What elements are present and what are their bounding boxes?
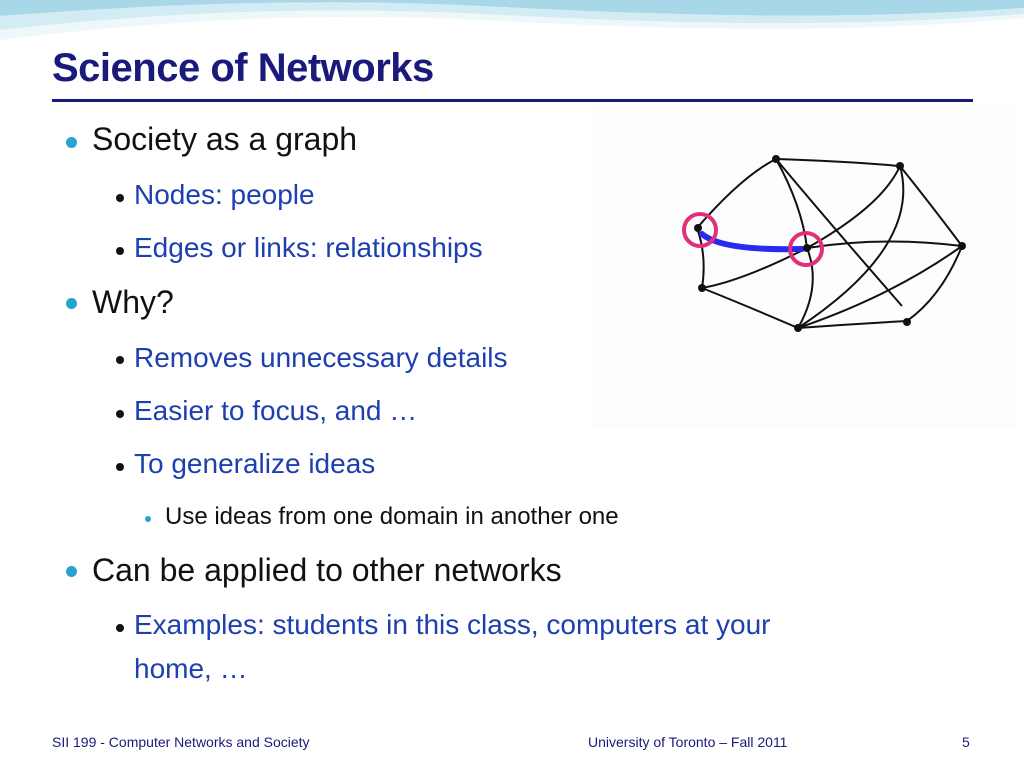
header-wave-decoration [0, 0, 1024, 40]
bullet-item: Edges or links: relationships [134, 232, 483, 263]
bullet-marker [116, 356, 124, 364]
footer-page-number: 5 [962, 734, 970, 750]
network-graph-svg [682, 155, 966, 332]
graph-edge [797, 165, 905, 329]
bullet-marker [145, 516, 151, 522]
bullet-item: Society as a graph [92, 121, 358, 157]
footer-institution: University of Toronto – Fall 2011 [588, 734, 788, 750]
highlight-circle [682, 212, 718, 248]
graph-node [772, 155, 780, 163]
graph-edge [775, 158, 901, 167]
bullet-marker [66, 137, 77, 148]
bullet-marker [116, 463, 124, 471]
graph-edge [797, 245, 963, 329]
slide-title: Science of Networks [52, 46, 434, 90]
bullet-item: Nodes: people [134, 179, 315, 210]
bullet-item: Why? [92, 284, 174, 320]
bullet-item: Removes unnecessary details [134, 342, 508, 373]
graph-node [896, 162, 904, 170]
graph-edge [806, 165, 901, 249]
bullet-item: Easier to focus, and … [134, 395, 418, 426]
bullet-marker [66, 566, 77, 577]
graph-node [794, 324, 802, 332]
graph-edge [701, 247, 808, 289]
bullet-item-continuation: home, … [134, 653, 248, 684]
bullet-marker [66, 298, 77, 309]
network-graph-illustration [592, 106, 1016, 428]
bullet-item: Can be applied to other networks [92, 552, 562, 588]
footer-course: SII 199 - Computer Networks and Society [52, 734, 310, 750]
graph-edge [899, 165, 963, 247]
graph-edge [806, 240, 963, 249]
graph-edge [797, 247, 814, 329]
bullet-marker [116, 410, 124, 418]
graph-node [698, 284, 706, 292]
graph-node [958, 242, 966, 250]
graph-node [803, 244, 811, 252]
bullet-item: Examples: students in this class, comput… [134, 609, 771, 640]
graph-edge [906, 245, 963, 322]
graph-edge [696, 227, 705, 289]
graph-edge [775, 158, 903, 307]
bullet-item: To generalize ideas [134, 448, 376, 479]
bullet-marker [116, 194, 124, 202]
graph-edge [797, 320, 908, 329]
bullet-item: Use ideas from one domain in another one [165, 503, 619, 530]
graph-node [903, 318, 911, 326]
graph-edge [701, 287, 799, 329]
graph-node [694, 224, 702, 232]
highlight-circle [788, 231, 824, 267]
graph-edge [775, 158, 808, 249]
bullet-marker [116, 247, 124, 255]
highlighted-edge [699, 231, 805, 253]
title-underline [52, 99, 973, 102]
bullet-marker [116, 624, 124, 632]
